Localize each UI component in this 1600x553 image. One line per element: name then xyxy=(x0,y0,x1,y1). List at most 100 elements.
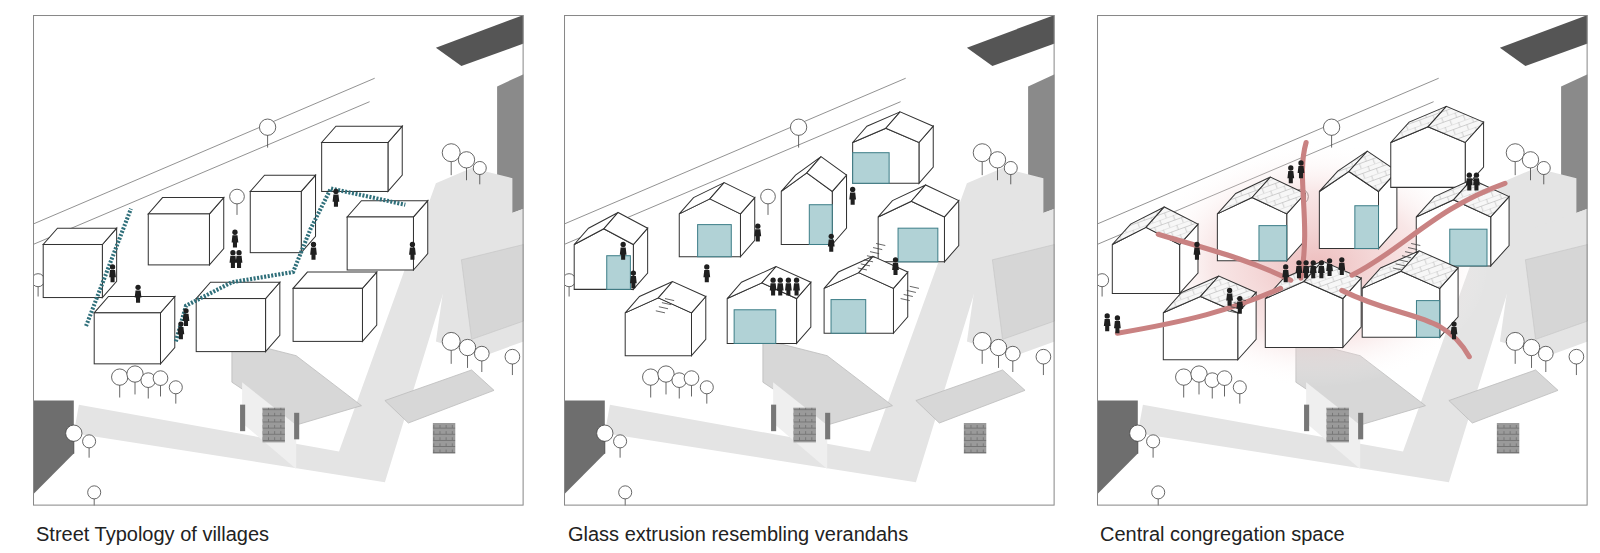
roof xyxy=(1401,251,1458,289)
stone-wall xyxy=(1497,423,1519,454)
person-head xyxy=(893,257,898,262)
tree-crown xyxy=(700,381,713,394)
stair-step xyxy=(861,264,870,266)
person-body xyxy=(1298,166,1305,178)
roof xyxy=(1252,177,1305,214)
person-head xyxy=(631,270,636,275)
roof xyxy=(916,370,1025,423)
person-head xyxy=(135,285,140,290)
person-head xyxy=(1227,288,1232,293)
wall xyxy=(1306,382,1360,469)
stair-step xyxy=(876,243,885,245)
person-head xyxy=(236,250,241,255)
person-body xyxy=(1451,327,1458,339)
person-head xyxy=(1237,296,1242,301)
tree-crown xyxy=(112,369,128,385)
person-head xyxy=(178,321,183,326)
courtyard xyxy=(992,245,1054,340)
stair-step xyxy=(665,299,674,301)
pillar xyxy=(825,413,830,440)
person-body xyxy=(1473,178,1480,190)
person-head xyxy=(794,278,799,283)
tree-crown xyxy=(459,339,475,355)
ground xyxy=(1097,15,1588,506)
tree-crown xyxy=(505,349,520,364)
person-head xyxy=(183,308,188,313)
tree-crown xyxy=(1036,349,1051,364)
person-head xyxy=(755,223,760,228)
panel-caption: Central congregation space xyxy=(1100,523,1345,546)
glass-verandah xyxy=(1450,229,1487,266)
stone-wall xyxy=(1327,408,1349,443)
person-head xyxy=(778,278,783,283)
movement-arrow xyxy=(1158,234,1291,280)
tree-crown xyxy=(1538,346,1553,361)
tree-crown xyxy=(761,189,776,204)
roof xyxy=(710,183,755,214)
glass-verandah xyxy=(698,225,732,257)
tree-crown xyxy=(442,332,460,350)
person-body xyxy=(236,256,243,268)
person-head xyxy=(1296,260,1301,265)
stair-step xyxy=(1396,264,1405,266)
tree-crown xyxy=(990,339,1006,355)
tree-crown xyxy=(473,161,486,174)
dark-building xyxy=(564,401,605,495)
stair-step xyxy=(910,286,919,288)
stair-step xyxy=(1411,243,1420,245)
dark-building xyxy=(1500,15,1588,66)
glass-verandah xyxy=(809,205,832,245)
movement-arrow xyxy=(1117,288,1280,333)
house-front xyxy=(293,288,362,341)
house-top xyxy=(43,228,116,244)
tree-crown xyxy=(790,119,806,135)
stair-step xyxy=(1228,311,1237,313)
person-head xyxy=(1288,165,1293,170)
person-head xyxy=(704,264,709,269)
stair-step xyxy=(904,294,913,296)
tree-crown xyxy=(1537,161,1550,174)
tree-crown xyxy=(643,369,659,385)
tree-crown xyxy=(1523,339,1539,355)
pillar xyxy=(1358,413,1363,440)
person-head xyxy=(232,230,237,235)
panel-frame xyxy=(1098,16,1588,506)
person-body xyxy=(1104,319,1111,331)
tree-crown xyxy=(684,371,699,386)
tree-crown xyxy=(442,144,460,162)
person-head xyxy=(1474,172,1479,177)
person-head xyxy=(1467,172,1472,177)
roof xyxy=(762,267,811,299)
tree-crown xyxy=(597,425,613,441)
house-front xyxy=(148,214,209,265)
person-head xyxy=(1283,264,1288,269)
person-head xyxy=(1319,260,1324,265)
tree-crown xyxy=(989,152,1005,168)
tree-crown xyxy=(1522,152,1538,168)
person-body xyxy=(1287,171,1294,183)
pillar xyxy=(294,413,299,440)
person-body xyxy=(754,229,761,241)
movement-arrow xyxy=(1352,183,1505,275)
stair-step xyxy=(901,299,910,301)
glass-verandah xyxy=(734,310,776,344)
person-body xyxy=(1226,293,1233,305)
person-body xyxy=(135,290,142,302)
tree-crown xyxy=(1506,332,1524,350)
person-head xyxy=(850,187,855,192)
person-body xyxy=(183,314,190,326)
person-body xyxy=(178,327,185,339)
house-top xyxy=(94,297,175,313)
person-body xyxy=(770,283,777,295)
tree-crown xyxy=(1176,369,1192,385)
panel-caption: Street Typology of villages xyxy=(36,523,269,546)
roof xyxy=(911,185,958,217)
roof xyxy=(1428,106,1484,142)
tree-crown xyxy=(1569,349,1584,364)
dark-building xyxy=(436,15,524,66)
ground xyxy=(33,15,524,506)
house-front xyxy=(347,217,413,270)
stair-step xyxy=(867,256,876,258)
stair-step xyxy=(873,248,882,250)
tree-crown xyxy=(1004,161,1017,174)
